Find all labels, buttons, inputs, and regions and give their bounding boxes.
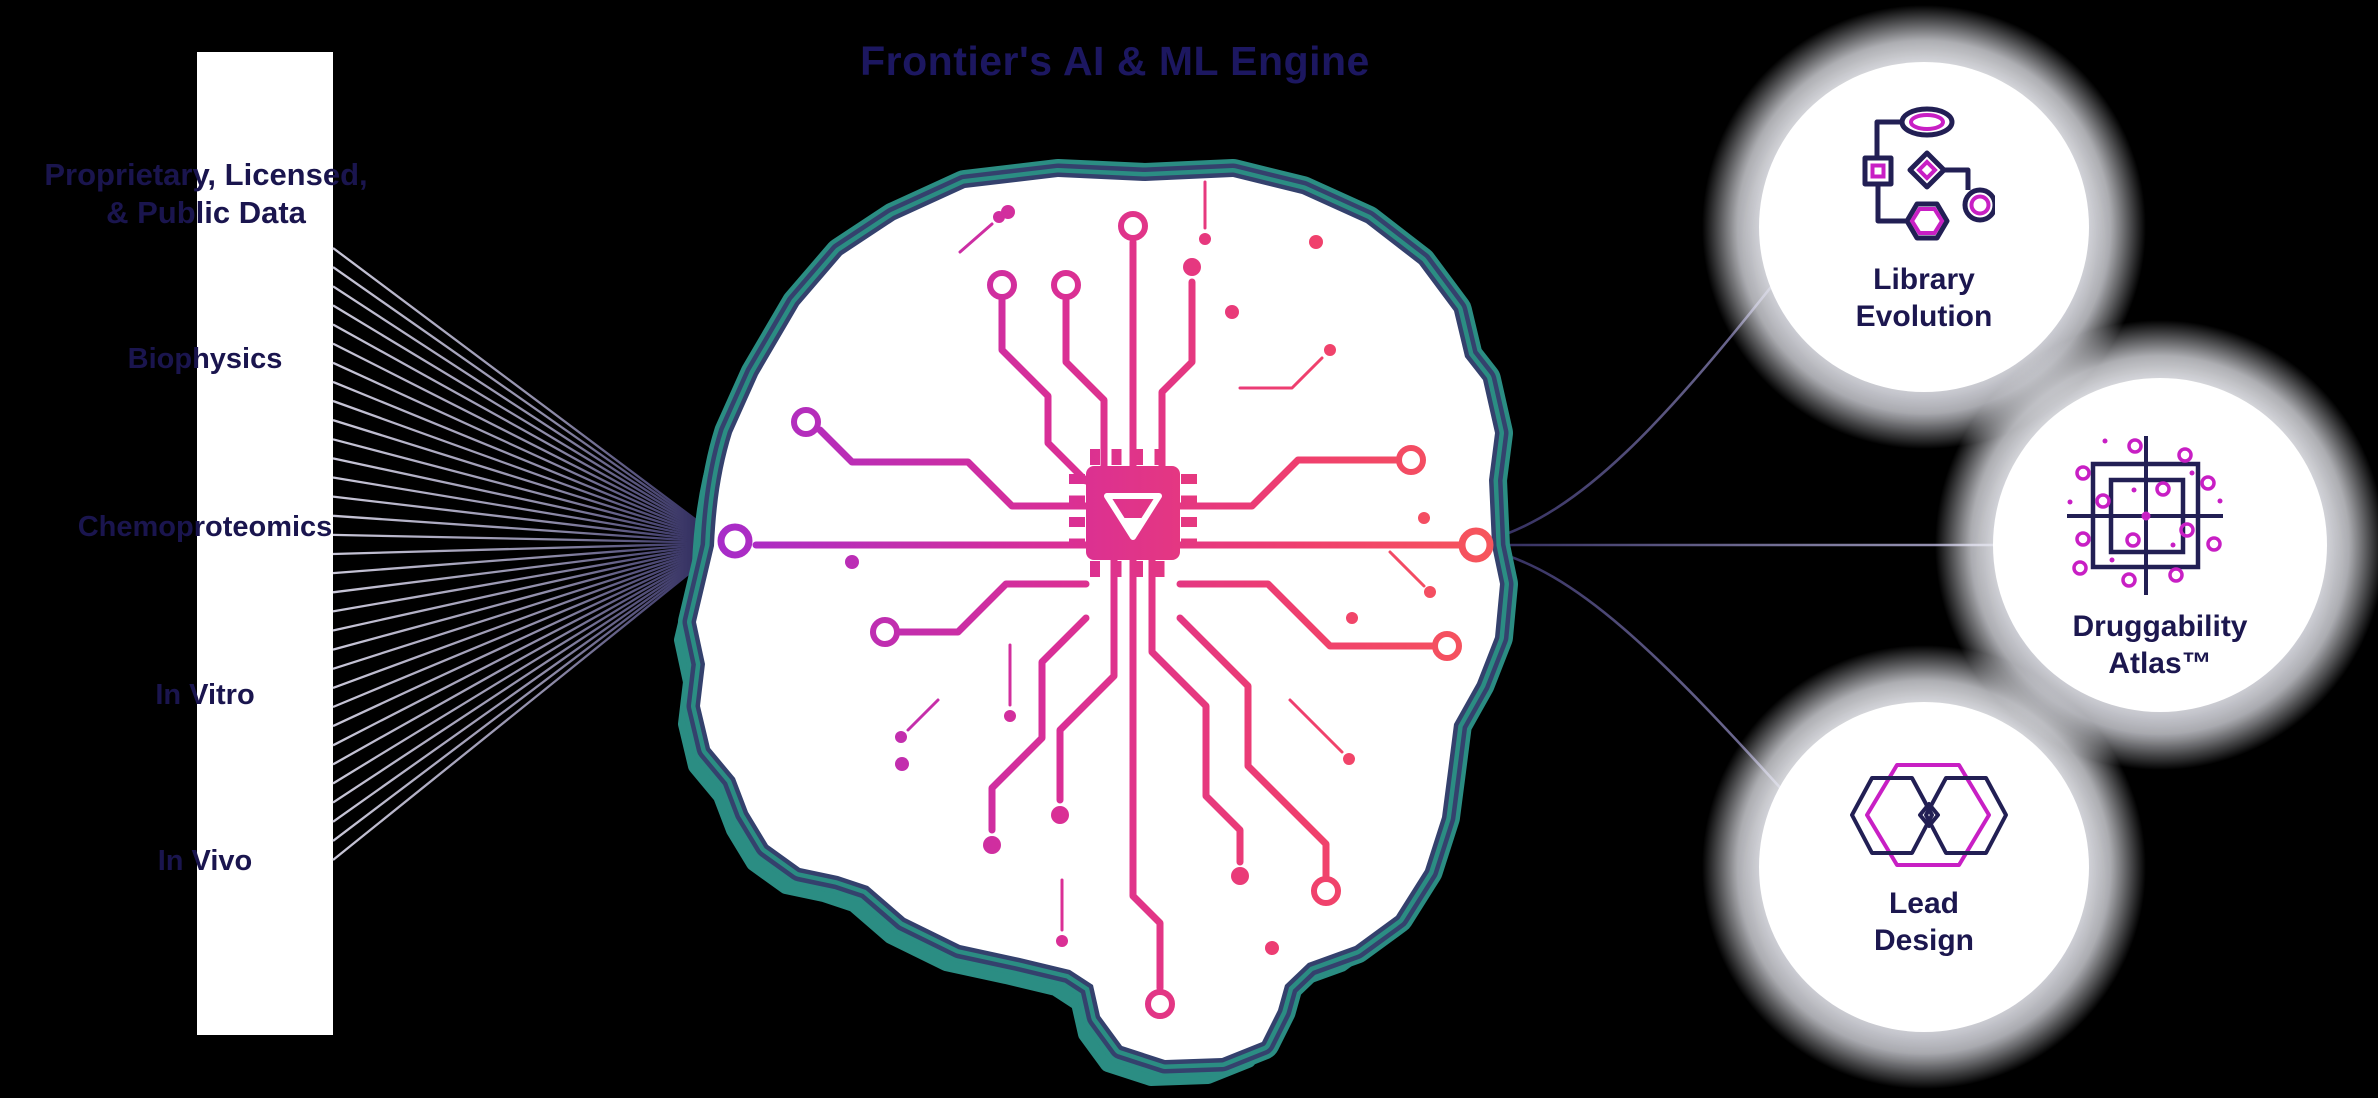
cpu-chip-icon xyxy=(1069,449,1197,577)
brain-output-port-ring xyxy=(1458,527,1494,563)
flowchart-icon xyxy=(1862,106,1995,241)
circuit-traces xyxy=(752,238,1465,992)
data-source-chemoproteomics: Chemoproteomics xyxy=(77,511,333,543)
hexagon-molecules-icon xyxy=(1850,763,2008,867)
target-map-icon xyxy=(2067,436,2223,595)
data-sources-bar xyxy=(197,52,333,1035)
node-circle xyxy=(1993,378,2327,712)
node-label: Lead Design xyxy=(1873,887,1975,957)
output-node-druggability-atlas: Druggability Atlas™ xyxy=(1935,320,2378,770)
brain-input-port-ring xyxy=(717,523,753,559)
fan-lines xyxy=(332,247,728,861)
circuit-node-rings xyxy=(791,211,1462,1019)
page-title: Frontier's AI & ML Engine xyxy=(860,38,1370,84)
data-source-in-vivo: In Vivo xyxy=(157,845,253,877)
data-sources-heading: Proprietary, Licensed, & Public Data xyxy=(0,156,412,232)
data-sources-heading-line1: Proprietary, Licensed, xyxy=(44,157,368,192)
output-node-lead-design: Lead Design xyxy=(1702,645,2146,1089)
frontier-triangle-logo xyxy=(1104,493,1162,540)
node-label: Library Evolution xyxy=(1855,263,1993,333)
brain-silhouette xyxy=(674,159,1518,1086)
circuit-traces-thin xyxy=(906,180,1426,932)
circuit-node-dots xyxy=(845,205,1436,955)
data-source-biophysics: Biophysics xyxy=(127,343,283,375)
data-sources-heading-line2: & Public Data xyxy=(106,195,306,230)
node-label: Druggability Atlas™ xyxy=(2072,610,2248,680)
data-source-in-vitro: In Vitro xyxy=(155,679,255,711)
